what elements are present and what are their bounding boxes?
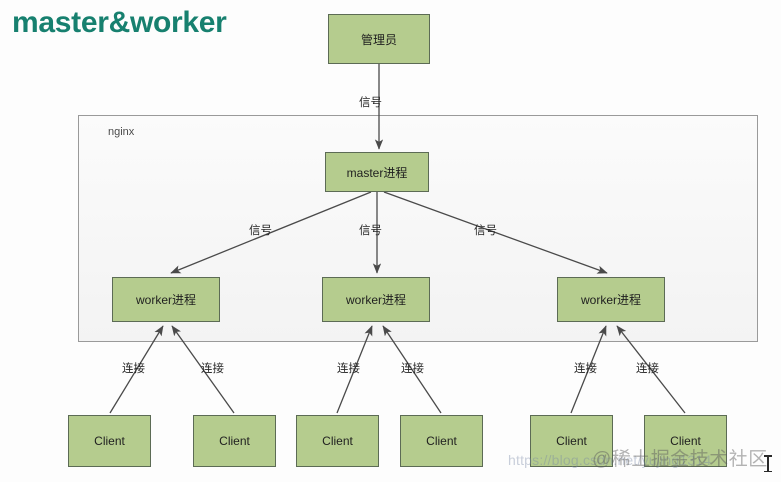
edge-label-client-1-to-worker-1: 连接 <box>122 363 145 375</box>
edge-label-client-5-to-worker-3: 连接 <box>574 363 597 375</box>
node-worker-process-1[interactable]: worker进程 <box>112 277 220 322</box>
node-client-3[interactable]: Client <box>296 415 379 467</box>
edge-label-client-6-to-worker-3: 连接 <box>636 363 659 375</box>
node-client-5[interactable]: Client <box>530 415 613 467</box>
node-client-4[interactable]: Client <box>400 415 483 467</box>
text-cursor-icon <box>764 455 772 472</box>
node-worker-process-2[interactable]: worker进程 <box>322 277 430 322</box>
edge-label-master-to-worker-1: 信号 <box>249 225 272 237</box>
page-title: master&worker <box>12 6 227 39</box>
edge-label-master-to-worker-3: 信号 <box>474 225 497 237</box>
nginx-boundary-label: nginx <box>108 126 135 138</box>
node-client-6[interactable]: Client <box>644 415 727 467</box>
node-client-1[interactable]: Client <box>68 415 151 467</box>
edge-label-admin-to-master: 信号 <box>359 97 382 109</box>
watermark-url: https://blog.csdn.net/yujing1314 <box>508 452 712 468</box>
edge-label-client-3-to-worker-2: 连接 <box>337 363 360 375</box>
edge-label-client-2-to-worker-1: 连接 <box>201 363 224 375</box>
node-worker-process-3[interactable]: worker进程 <box>557 277 665 322</box>
node-master-process[interactable]: master进程 <box>325 152 429 192</box>
watermark-brand: @稀土掘金技术社区 <box>592 449 768 470</box>
edge-label-client-4-to-worker-2: 连接 <box>401 363 424 375</box>
node-admin[interactable]: 管理员 <box>328 14 430 64</box>
edge-label-master-to-worker-2: 信号 <box>359 225 382 237</box>
node-client-2[interactable]: Client <box>193 415 276 467</box>
